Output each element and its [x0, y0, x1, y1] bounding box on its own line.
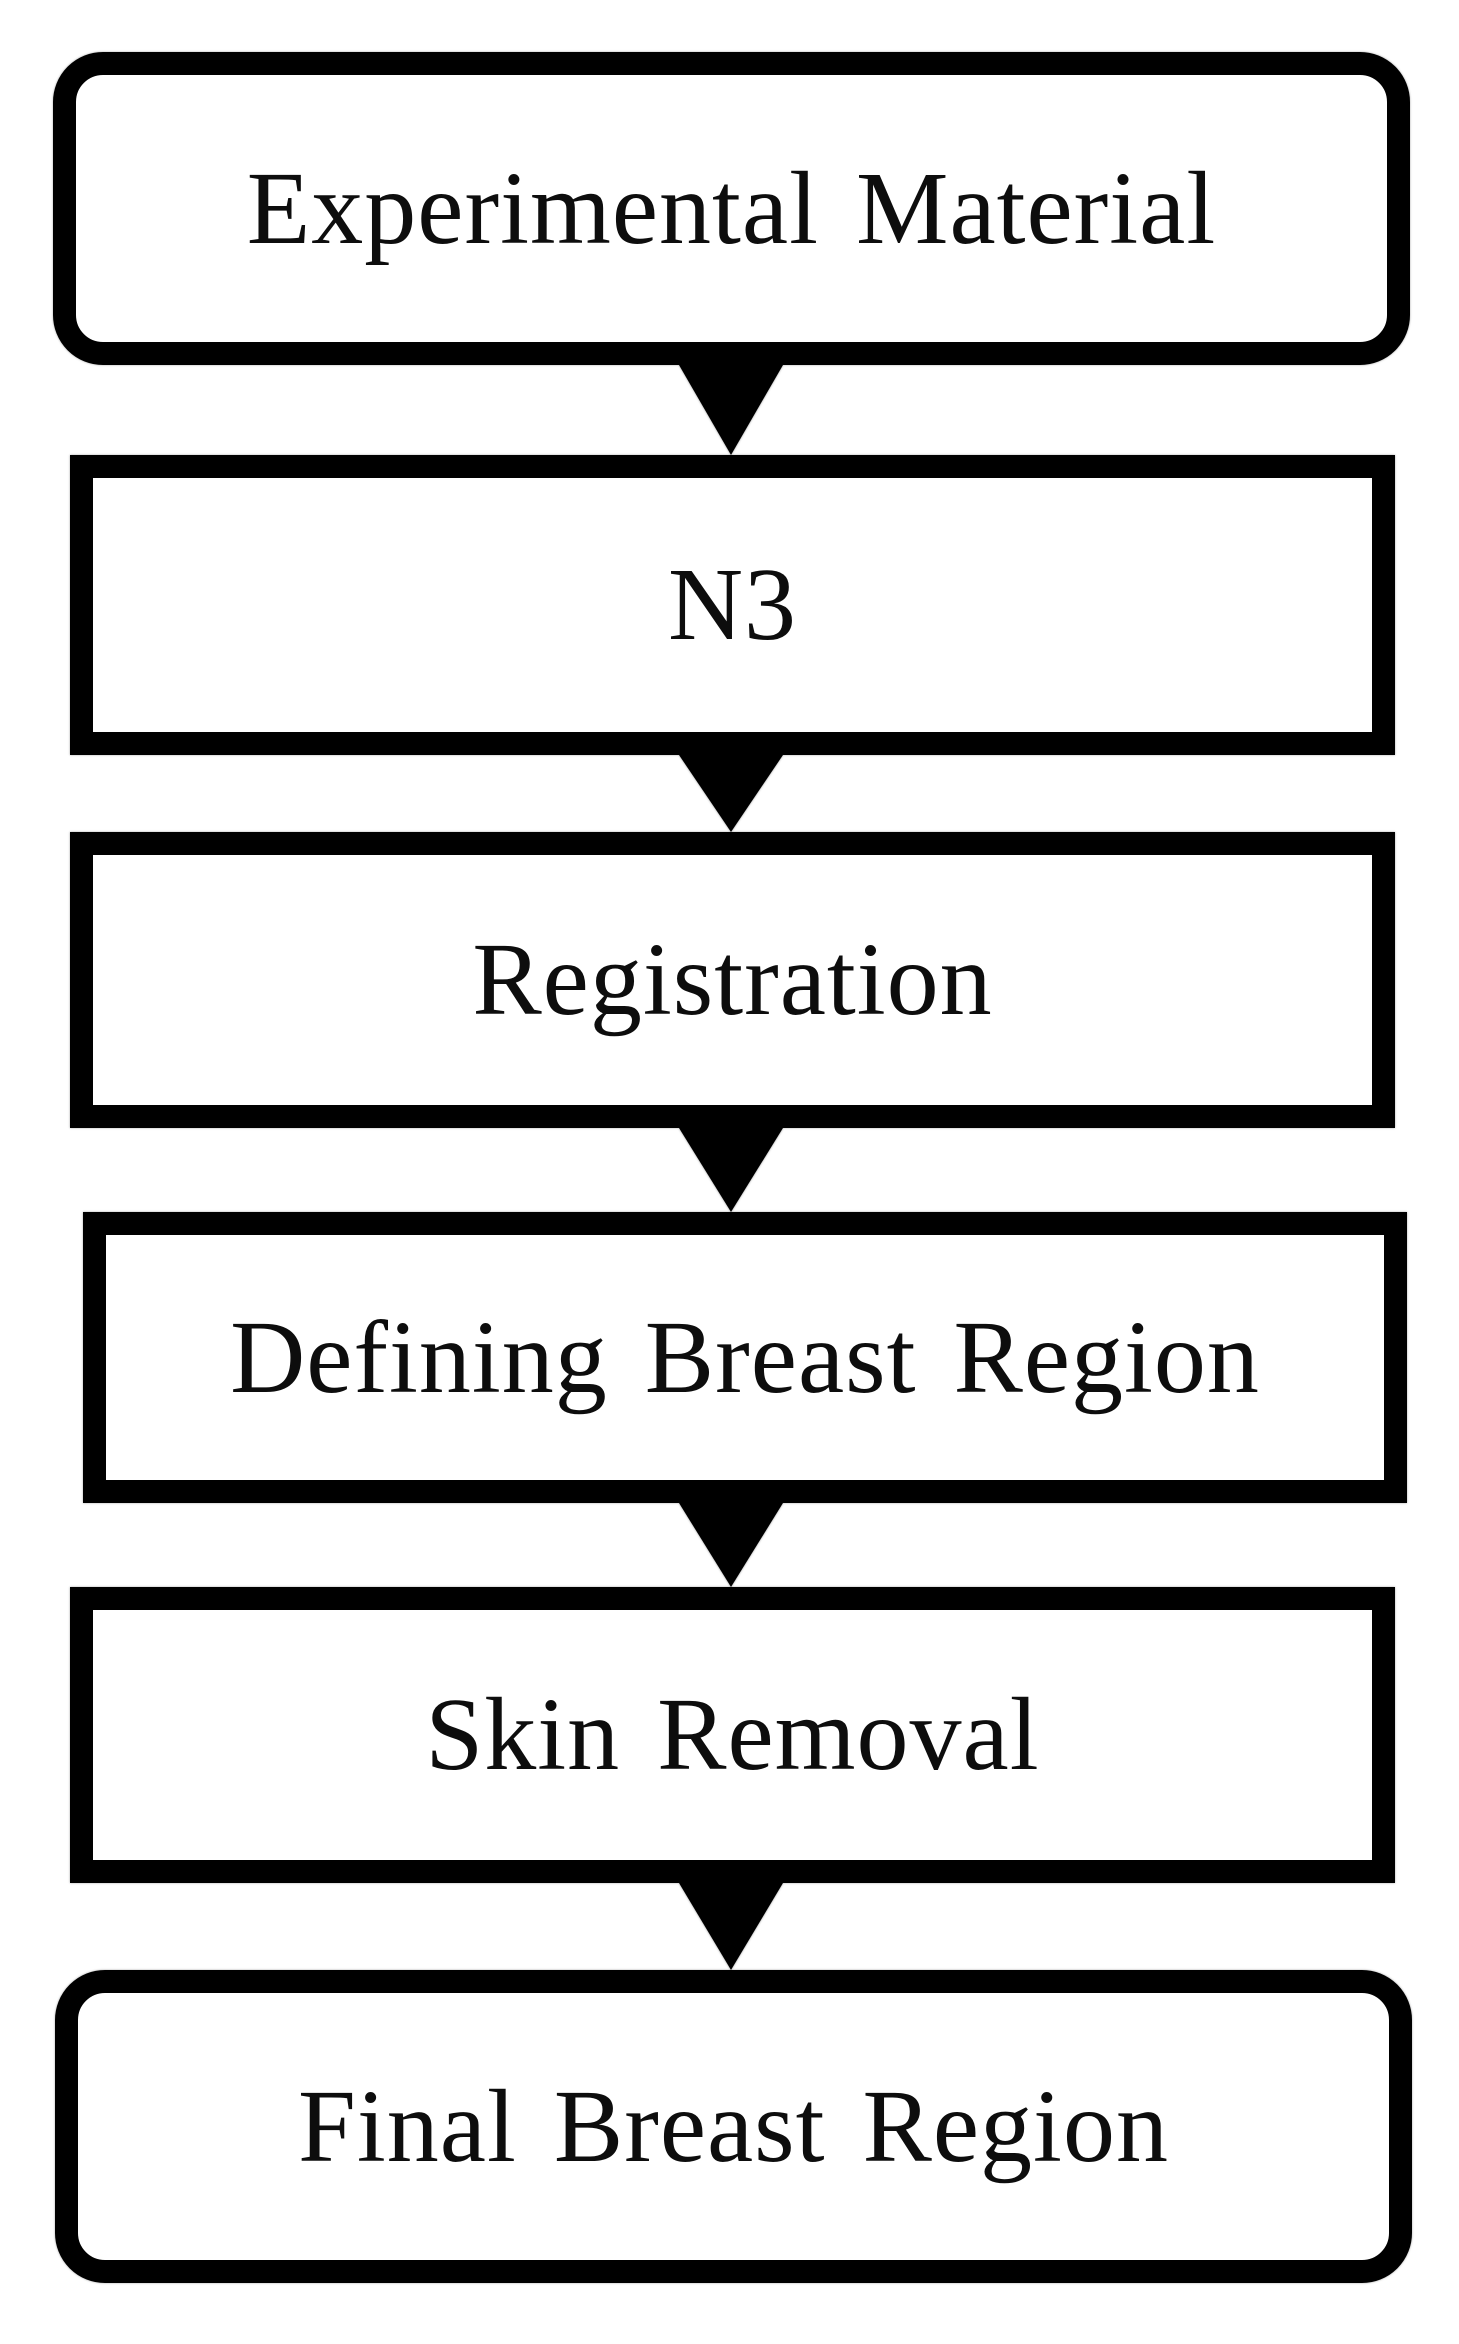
flow-step-defining-breast-region: Defining Breast Region [83, 1212, 1407, 1503]
arrow-down-icon [679, 1503, 783, 1587]
flow-step-registration: Registration [70, 832, 1395, 1128]
flow-step-label: Defining Breast Region [230, 1299, 1260, 1415]
flow-step-label: N3 [667, 547, 798, 662]
arrow-down-icon [679, 365, 783, 455]
arrow-down-icon [679, 1883, 783, 1970]
flow-step-label: Final Breast Region [298, 2068, 1169, 2184]
flow-step-label: Experimental Material [246, 150, 1217, 266]
flow-step-experimental-material: Experimental Material [53, 52, 1410, 365]
flow-step-n3: N3 [70, 455, 1395, 755]
flow-step-final-breast-region: Final Breast Region [55, 1970, 1412, 2283]
flow-step-label: Skin Removal [425, 1677, 1040, 1792]
flow-step-label: Registration [472, 922, 993, 1037]
flow-step-skin-removal: Skin Removal [70, 1587, 1395, 1883]
arrow-down-icon [679, 755, 783, 832]
arrow-down-icon [679, 1128, 783, 1212]
